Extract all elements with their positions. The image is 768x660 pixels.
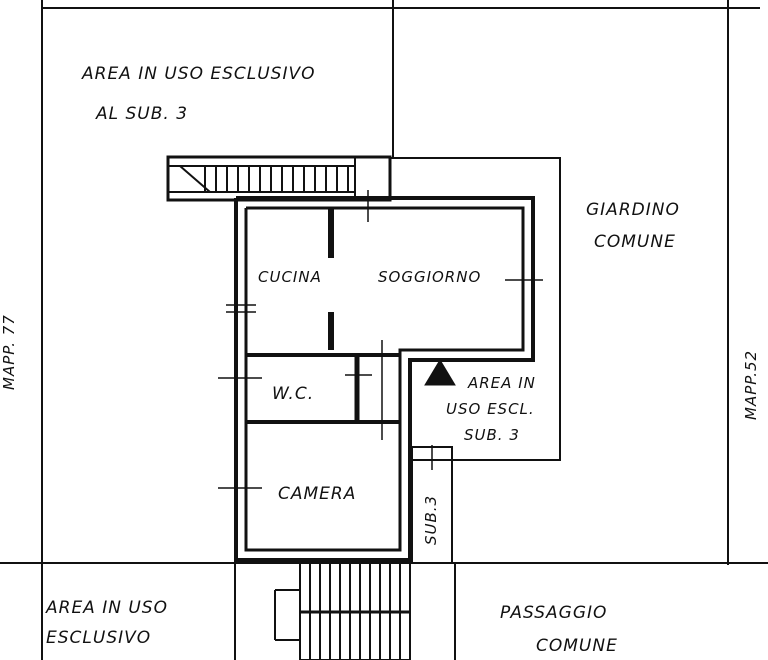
label-area-bottom-1: AREA IN USO <box>46 598 168 618</box>
label-area-escl-3: SUB. 3 <box>464 426 520 444</box>
room-label-wc: W.C. <box>272 384 315 404</box>
label-area-bottom-2: ESCLUSIVO <box>46 628 152 648</box>
label-area-escl-1: AREA IN <box>468 374 536 392</box>
bottom-staircase <box>274 562 411 660</box>
label-giardino-2: COMUNE <box>594 232 676 252</box>
room-label-cucina: CUCINA <box>258 268 322 286</box>
label-giardino-1: GIARDINO <box>586 200 680 220</box>
room-label-camera: CAMERA <box>278 484 357 504</box>
top-staircase <box>166 155 392 202</box>
label-passaggio-2: COMUNE <box>536 636 618 656</box>
entrance-arrow-icon <box>424 359 456 386</box>
label-area-sub3-1: AREA IN USO ESCLUSIVO <box>82 64 316 84</box>
stair-treads <box>204 166 349 192</box>
room-label-soggiorno: SOGGIORNO <box>378 268 482 286</box>
label-area-sub3-2: AL SUB. 3 <box>96 104 189 124</box>
label-sub3-strip: SUB.3 <box>422 494 440 545</box>
label-area-escl-2: USO ESCL. <box>446 400 535 418</box>
label-passaggio-1: PASSAGGIO <box>500 603 608 623</box>
label-mapp-left: MAPP. 77 <box>0 314 18 390</box>
stair-treads-bottom <box>309 563 401 660</box>
openings <box>218 190 543 489</box>
label-mapp-right: MAPP.52 <box>742 349 760 420</box>
house-walls <box>234 196 535 562</box>
